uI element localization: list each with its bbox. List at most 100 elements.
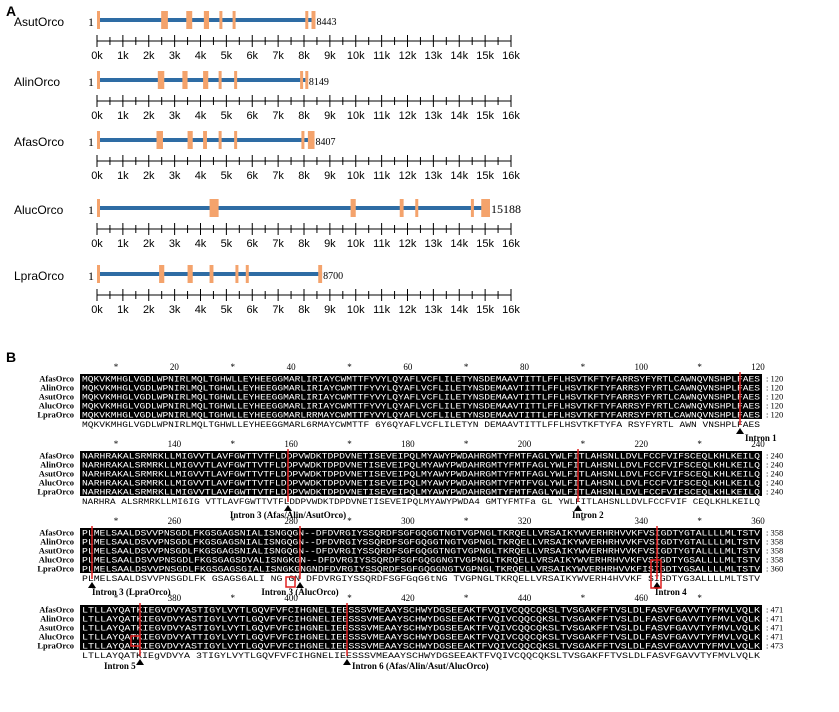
ruler-mark: 140: [168, 439, 182, 449]
exon: [305, 71, 309, 89]
exon: [187, 131, 193, 149]
ruler-mark: 240: [751, 439, 765, 449]
scale-label: 2k: [143, 110, 155, 122]
sequence-residues: PLMELSAALDSVVPNSGDLFKGSGAGSNIALISNGQGN--…: [82, 548, 760, 557]
gene-start-label: 1: [88, 75, 94, 89]
scale-label: 13k: [425, 170, 443, 182]
scale-label: 5k: [221, 50, 233, 62]
ruler-mark: *: [114, 593, 119, 603]
scale-label: 0k: [91, 50, 103, 62]
scale-label: 3k: [169, 170, 181, 182]
sequence-highlight: [80, 401, 762, 410]
sequence-highlight: [80, 623, 762, 632]
ruler-mark: *: [697, 362, 702, 372]
ruler-mark: *: [347, 593, 352, 603]
scale-label: 0k: [91, 238, 103, 250]
scale-label: 0k: [91, 170, 103, 182]
exon: [203, 71, 209, 89]
intron-triangle: [136, 659, 144, 665]
intron-marker: Intron 4: [653, 526, 687, 597]
exon: [97, 199, 100, 217]
ruler-mark: 120: [751, 362, 765, 372]
sequence-highlight: [80, 632, 762, 641]
consensus-sequence: LTLLAYQATKIEgVDVYA 3TIGYLVYTLGQVFVFCIHGN…: [82, 652, 760, 661]
scale-label: 12k: [399, 238, 417, 250]
scale-label: 12k: [399, 304, 417, 316]
scale-label: 1k: [117, 50, 129, 62]
sequence-end-number: : 471: [766, 614, 783, 624]
scale-label: 1k: [117, 170, 129, 182]
sequence-residues: PLMELSAALDSVVPNSGDLFKGSGAGSNIALISNGQGN--…: [82, 539, 760, 548]
scale-label: 2k: [143, 170, 155, 182]
sequence-end-number: : 358: [766, 555, 783, 565]
exon: [318, 265, 323, 283]
sequence-name: LpraOrco: [37, 564, 74, 574]
scale-label: 3k: [169, 238, 181, 250]
scale-label: 2k: [143, 50, 155, 62]
ruler-mark: *: [464, 593, 469, 603]
sequence-name: AsutOrco: [39, 392, 74, 402]
ruler-mark: *: [697, 516, 702, 526]
exon: [209, 265, 214, 283]
scale-label: 13k: [425, 304, 443, 316]
scale-label: 5k: [221, 304, 233, 316]
sequence-end-number: : 120: [766, 401, 783, 411]
scale-label: 8k: [298, 110, 310, 122]
scale-label: 4k: [195, 110, 207, 122]
sequence-residues: MQKVKMHGLVGDLWPNIRLMQLTGHWLLEYHEEGGMARLI…: [82, 394, 760, 403]
ruler-mark: 160: [284, 439, 298, 449]
exon: [300, 71, 304, 89]
scale-label: 7k: [272, 238, 284, 250]
scale-label: 12k: [399, 110, 417, 122]
scale-label: 8k: [298, 50, 310, 62]
scale-label: 16k: [502, 170, 520, 182]
scale-label: 15k: [476, 238, 494, 250]
exon: [97, 11, 100, 29]
exon: [311, 11, 316, 29]
scale-label: 15k: [476, 170, 494, 182]
scale-label: 14k: [450, 304, 468, 316]
intron-label: Intron 1: [745, 433, 777, 443]
sequence-highlight: [80, 460, 762, 469]
ruler-mark: *: [581, 439, 586, 449]
gene-name: AlinOrco: [14, 75, 60, 89]
intron-label: Intron 4: [655, 587, 687, 597]
ruler-mark: *: [581, 362, 586, 372]
scale-label: 0k: [91, 304, 103, 316]
exon: [186, 11, 193, 29]
ruler-mark: 60: [403, 362, 413, 372]
exon: [97, 131, 100, 149]
ruler-mark: *: [230, 439, 235, 449]
sequence-highlight: [80, 555, 762, 564]
intron-marker: Intron 3 (AlucOrco): [261, 526, 339, 597]
sequence-end-number: : 240: [766, 460, 783, 470]
sequence-name: AsutOrco: [39, 623, 74, 633]
intron-label: Intron 3 (AlucOrco): [261, 587, 338, 597]
ruler-mark: *: [230, 516, 235, 526]
intron-triangle: [574, 505, 582, 511]
sequence-residues: PLMELSAALDSVVPNSGDLFKGSGAGSGIALISNGKGNGN…: [82, 566, 760, 575]
ruler-mark: 300: [401, 516, 415, 526]
scale-label: 16k: [502, 110, 520, 122]
ruler-mark: *: [697, 593, 702, 603]
ruler-mark: *: [230, 593, 235, 603]
gene-name: LpraOrco: [14, 269, 64, 283]
scale-label: 13k: [425, 238, 443, 250]
sequence-name: AsutOrco: [39, 546, 74, 556]
exon: [245, 265, 249, 283]
scale-label: 4k: [195, 304, 207, 316]
ruler-mark: *: [464, 516, 469, 526]
scale-label: 8k: [298, 238, 310, 250]
ruler-mark: 420: [401, 593, 415, 603]
sequence-name: LpraOrco: [37, 641, 74, 651]
intron-triangle: [88, 582, 96, 588]
scale-label: 8k: [298, 170, 310, 182]
gene-end-label: 8443: [316, 17, 336, 28]
scale-label: 2k: [143, 304, 155, 316]
sequence-end-number: : 471: [766, 605, 783, 615]
intron-marker: Intron 3 (LpraOrco): [88, 526, 171, 597]
ruler-mark: 400: [284, 593, 298, 603]
scale-label: 6k: [246, 170, 258, 182]
